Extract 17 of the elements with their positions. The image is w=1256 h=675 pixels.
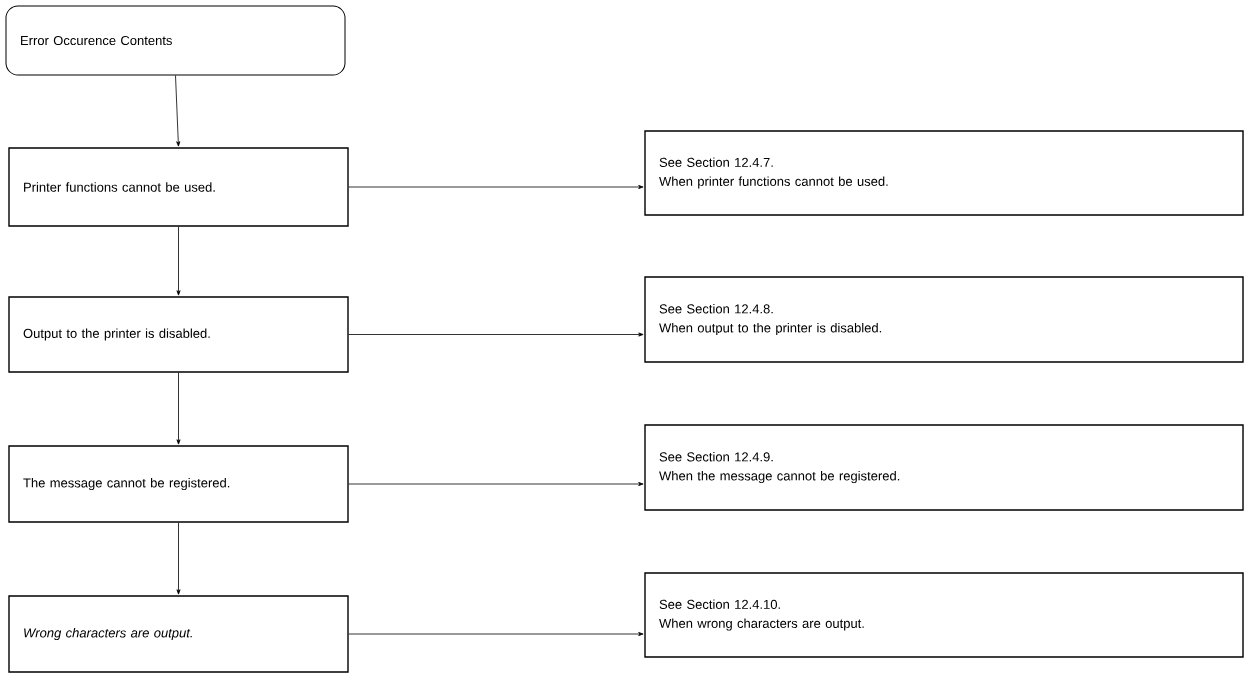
arrow bbox=[175, 75, 181, 147]
arrow bbox=[348, 632, 644, 636]
process-box: Printer functions cannot be used. bbox=[8, 147, 349, 227]
arrow bbox=[176, 226, 181, 296]
process-box: Wrong characters are output. bbox=[8, 595, 349, 673]
arrow bbox=[348, 482, 644, 486]
reference-box: See Section 12.4.10. When wrong characters are output. bbox=[644, 572, 1244, 658]
arrow bbox=[348, 185, 644, 189]
process-box: Output to the printer is disabled. bbox=[8, 296, 349, 373]
reference-box: See Section 12.4.9. When the message cannot be registered. bbox=[644, 424, 1244, 511]
arrow bbox=[176, 372, 181, 445]
reference-box: See Section 12.4.8. When output to the printer is disabled. bbox=[644, 276, 1244, 363]
start-box: Error Occurence Contents bbox=[5, 5, 346, 76]
reference-box: See Section 12.4.7. When printer functions cannot be used. bbox=[644, 130, 1244, 216]
process-box: The message cannot be registered. bbox=[8, 445, 349, 523]
arrow bbox=[348, 332, 644, 337]
arrow bbox=[176, 522, 181, 595]
